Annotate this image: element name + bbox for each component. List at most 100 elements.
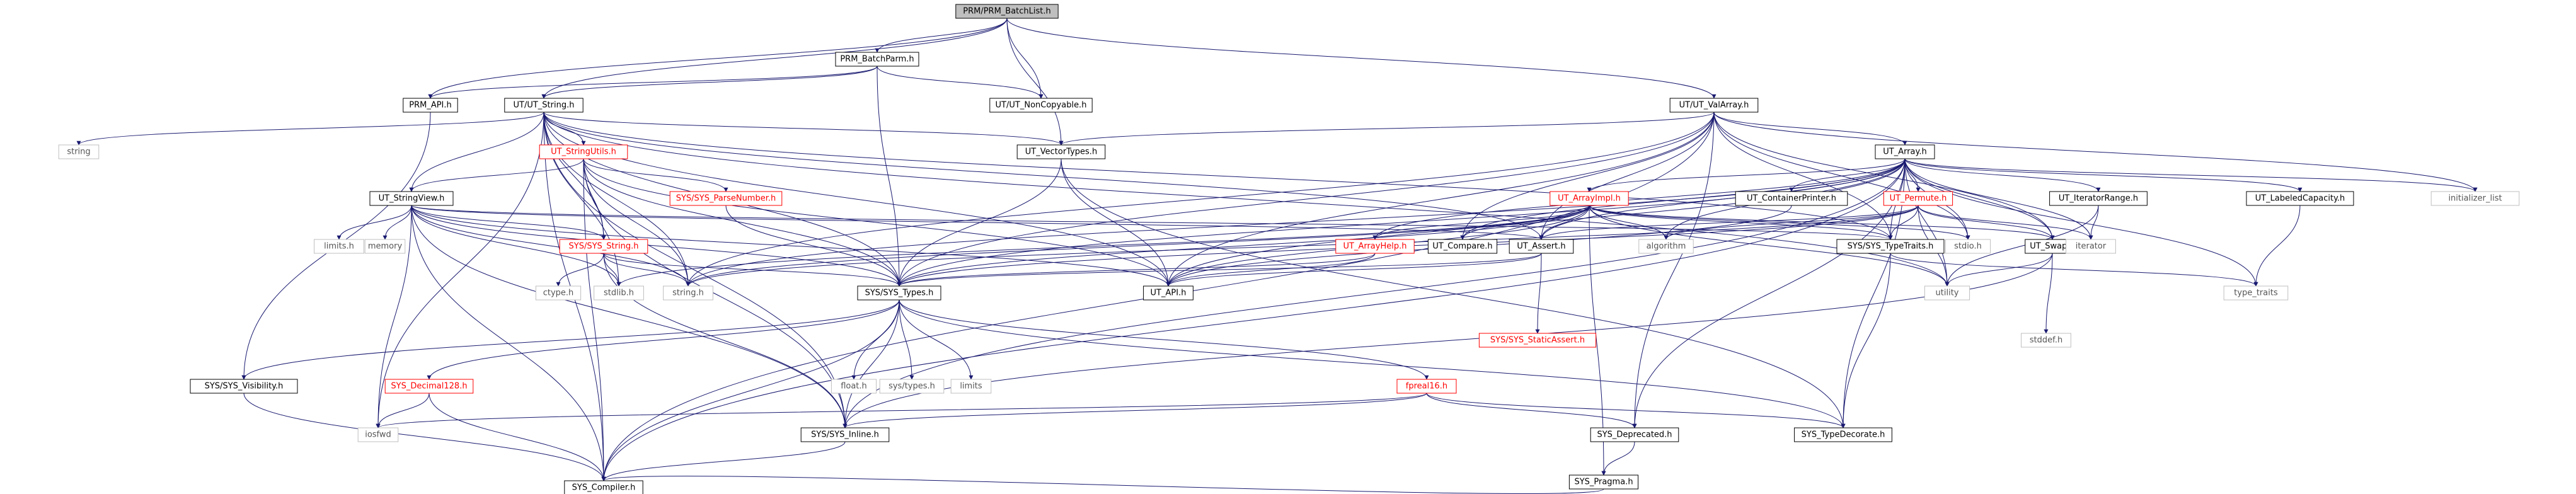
node-label: UT_LabeledCapacity.h [2255, 194, 2345, 204]
node-box [58, 144, 100, 159]
node-compare[interactable]: UT_Compare.h [1427, 239, 1498, 254]
node-label: utility [1936, 289, 1959, 298]
node-sysstring[interactable]: SYS/SYS_String.h [559, 239, 648, 254]
node-box [535, 285, 582, 301]
edge-deprecated-to-pragma [1601, 441, 1635, 476]
node-label: UT_ArrayImpl.h [1558, 194, 1621, 204]
node-utstring[interactable]: UT/UT_String.h [504, 98, 584, 113]
node-label: stdio.h [1954, 242, 1982, 251]
node-root[interactable]: PRM/PRM_BatchList.h [955, 4, 1059, 19]
node-box [663, 285, 713, 301]
node-box [2066, 239, 2116, 254]
node-batchparm[interactable]: PRM_BatchParm.h [835, 52, 919, 67]
node-labeledcap[interactable]: UT_LabeledCapacity.h [2246, 191, 2354, 206]
edge-vectortypes-to-typedecorate [1061, 158, 1846, 428]
node-label: UT_Assert.h [1517, 242, 1565, 251]
node-box [2430, 191, 2520, 206]
node-memory: memory [364, 239, 406, 254]
node-inline[interactable]: SYS/SYS_Inline.h [800, 427, 890, 442]
node-iterrange[interactable]: UT_IteratorRange.h [2049, 191, 2148, 206]
node-box [800, 427, 890, 442]
node-deprecated[interactable]: SYS_Deprecated.h [1590, 427, 1679, 442]
edge-strutils-to-stringh [583, 158, 691, 287]
edge-permute-to-swap [1918, 205, 2055, 240]
node-arrayhelp[interactable]: UT_ArrayHelp.h [1335, 239, 1415, 254]
edge-utarray-to-arrayimpl [1587, 158, 1906, 192]
edge-systypes-to-typedecorate [899, 299, 1846, 428]
edge-utarray-to-arrayhelp [1372, 158, 1906, 240]
node-vectortypes[interactable]: UT_VectorTypes.h [1016, 144, 1106, 159]
edge-fpreal16-to-iosfwd [376, 393, 1427, 428]
node-box [1335, 239, 1415, 254]
node-arrayimpl[interactable]: UT_ArrayImpl.h [1550, 191, 1629, 206]
edge-systypes-to-fpreal16 [899, 299, 1429, 380]
node-strview[interactable]: UT_StringView.h [369, 191, 454, 206]
node-decimal[interactable]: SYS_Decimal128.h [384, 379, 474, 394]
edge-arrayimpl-to-typetraits [1589, 205, 1893, 240]
node-parsenum[interactable]: SYS/SYS_ParseNumber.h [669, 191, 783, 206]
edge-utarray-to-deprecated [1632, 158, 1906, 428]
node-limitsh: limits.h [314, 239, 364, 254]
node-label: stdlib.h [604, 289, 634, 298]
node-utarray[interactable]: UT_Array.h [1875, 144, 1935, 159]
node-label: fpreal16.h [1406, 382, 1447, 391]
node-box [879, 379, 945, 394]
node-box [1478, 333, 1597, 348]
node-valarray[interactable]: UT/UT_ValArray.h [1669, 98, 1759, 113]
node-label: SYS_Deprecated.h [1597, 430, 1672, 440]
edge-permute-to-stringh [686, 205, 1919, 287]
node-box [357, 427, 399, 442]
node-systypes[interactable]: SYS/SYS_Types.h [857, 285, 941, 301]
edge-valarray-to-stringh [686, 112, 1715, 287]
node-typedecorate[interactable]: SYS_TypeDecorate.h [1794, 427, 1892, 442]
node-assert[interactable]: UT_Assert.h [1509, 239, 1574, 254]
edge-strutils-to-compiler [583, 158, 606, 481]
node-box [857, 285, 941, 301]
node-typetraits[interactable]: SYS/SYS_TypeTraits.h [1836, 239, 1945, 254]
header-nodes: PRM/PRM_BatchList.hPRM_BatchParm.hPRM_AP… [58, 4, 2520, 494]
edge-strview-to-typetraits [411, 205, 1892, 240]
node-box [559, 239, 648, 254]
node-staticassert[interactable]: SYS/SYS_StaticAssert.h [1478, 333, 1597, 348]
node-label: SYS_Decimal128.h [391, 382, 467, 391]
node-box [1669, 98, 1759, 113]
node-contprinter[interactable]: UT_ContainerPrinter.h [1735, 191, 1848, 206]
node-box [1883, 191, 1953, 206]
edge-decimal-to-iosfwd [376, 393, 430, 428]
node-permute[interactable]: UT_Permute.h [1883, 191, 1953, 206]
node-label: memory [368, 242, 403, 251]
edge-strview-to-compiler [411, 205, 606, 481]
node-compiler[interactable]: SYS_Compiler.h [564, 480, 643, 494]
edge-valarray-to-initlist [1713, 112, 2478, 192]
node-box [190, 379, 298, 394]
edge-sysstring-to-ctype [556, 253, 604, 287]
node-label: sys/types.h [888, 382, 935, 391]
node-box [1568, 474, 1639, 490]
edge-utarray-to-systypes [897, 158, 1906, 287]
node-box [1924, 285, 1970, 301]
edge-swap-to-inline [842, 253, 2053, 428]
edge-valarray-to-utapi [1166, 112, 1715, 287]
edge-valarray-to-utarray [1713, 112, 1907, 146]
node-visibility[interactable]: SYS/SYS_Visibility.h [190, 379, 298, 394]
node-prmapi[interactable]: PRM_API.h [403, 98, 458, 113]
edge-utstring-to-iosfwd [376, 112, 544, 428]
edge-strview-to-sysstring [411, 205, 606, 240]
edge-strview-to-memory [382, 205, 412, 240]
edge-strview-to-systypes [411, 205, 902, 287]
node-box [1016, 144, 1106, 159]
edge-strutils-to-sysstring [583, 158, 606, 240]
node-noncopy[interactable]: UT/UT_NonCopyable.h [989, 98, 1093, 113]
node-fpreal16[interactable]: fpreal16.h [1396, 379, 1457, 394]
edge-permute-to-algorithm [1664, 205, 1919, 240]
node-strutils[interactable]: UT_StringUtils.h [539, 144, 628, 159]
edge-sysstring-to-stringh [603, 253, 691, 287]
node-label: iosfwd [365, 430, 391, 440]
node-utapi[interactable]: UT_API.h [1143, 285, 1193, 301]
node-pragma[interactable]: SYS_Pragma.h [1568, 474, 1639, 490]
node-label: SYS/SYS_Types.h [865, 289, 934, 298]
node-label: UT_Compare.h [1432, 242, 1492, 251]
edge-visibility-to-compiler [243, 393, 606, 481]
edge-utarray-to-swap [1904, 158, 2055, 240]
edge-valarray-to-deprecated [1632, 112, 1715, 428]
